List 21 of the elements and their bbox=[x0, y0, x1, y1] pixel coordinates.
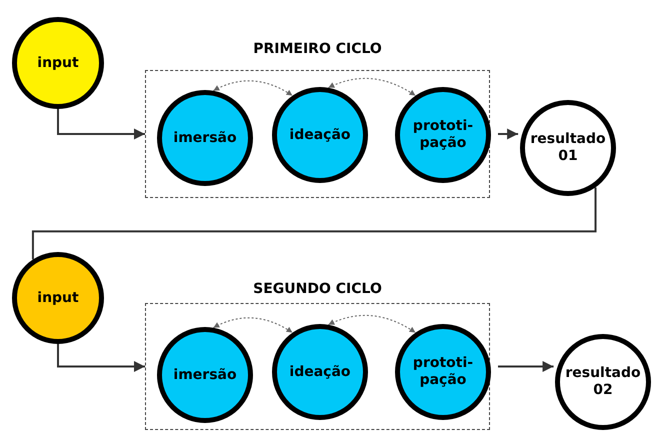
arrow bbox=[57, 344, 145, 372]
double-arrow bbox=[212, 80, 293, 96]
input-circle: input bbox=[12, 252, 104, 344]
double-arrow bbox=[328, 314, 416, 334]
input-circle: input bbox=[12, 17, 104, 109]
step-circle: ideação bbox=[272, 324, 368, 420]
connector-line bbox=[32, 187, 597, 260]
step-circle: ideação bbox=[272, 87, 368, 183]
step-circle: prototi- pação bbox=[395, 87, 491, 183]
step-circle: imersão bbox=[157, 327, 253, 423]
result-circle: resultado 01 bbox=[520, 100, 616, 196]
double-arrow bbox=[328, 78, 416, 96]
arrow bbox=[57, 109, 145, 140]
cycle-title: SEGUNDO CICLO bbox=[253, 281, 382, 297]
cycle-title: PRIMEIRO CICLO bbox=[253, 41, 382, 57]
step-circle: imersão bbox=[157, 90, 253, 186]
arrow bbox=[498, 128, 518, 140]
result-circle: resultado 02 bbox=[555, 334, 651, 430]
step-circle: prototi- pação bbox=[395, 324, 491, 420]
double-arrow bbox=[212, 317, 293, 334]
arrow bbox=[498, 361, 554, 372]
